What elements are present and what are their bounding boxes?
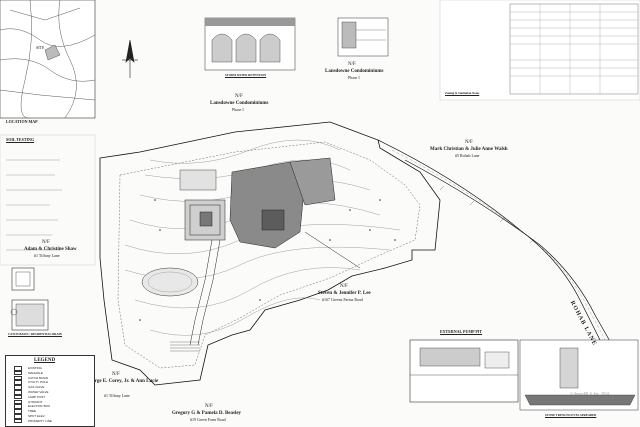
legend-item: CATCH BASIN	[14, 375, 48, 381]
legend-item: SPOT ELEV.	[14, 414, 46, 419]
legend-item: TREE	[14, 409, 37, 414]
neighbor-top-right-nf: N/F	[348, 62, 356, 67]
legend-item: MANHOLE	[14, 370, 43, 376]
legend-symbol-icon	[14, 404, 22, 409]
legend-label: HYDRANT	[28, 399, 43, 404]
legend-label: WATER VALVE	[28, 390, 49, 394]
legend-item: EXISTING	[14, 366, 43, 371]
neighbor-top-center-owner: Lansdowne Condominiums	[210, 101, 269, 106]
legend-symbol-icon	[14, 385, 22, 390]
neighbor-bottom-left-nf: N/F	[112, 372, 120, 377]
legend-item: WATER VALVE	[14, 390, 49, 395]
neighbor-right-nf: N/F	[465, 140, 473, 145]
legend-label: GAS VALVE	[28, 385, 45, 390]
legend-symbol-icon	[14, 370, 22, 376]
perc-testing-title: SOIL TESTING	[6, 137, 35, 142]
legend-item: HYDRANT	[14, 399, 43, 405]
neighbor-bottom-left-owner: George E. Corey, Jr. & Ann Lucie	[86, 379, 159, 384]
trench-title: STONE TRENCH LEVEL SPREADER	[545, 413, 597, 417]
catch-basin-detail-title: CATCH BASIN / RESIDENTIAL DRAIN	[8, 332, 62, 336]
neighbor-bottom-center-addr: #167 Greens Farms Road	[322, 297, 363, 302]
legend-title: LEGEND	[34, 358, 56, 363]
neighbor-top-right-phase: Phase I	[348, 75, 360, 80]
neighbor-left-owner: Adam & Christine Shaw	[24, 247, 77, 252]
legend-label: PROPERTY LINE	[28, 418, 52, 423]
legend-symbol-icon	[14, 394, 22, 400]
pump-pit-title: EXTERNAL PUMP PIT	[440, 329, 483, 334]
legend-label: EXISTING	[28, 366, 43, 370]
neighbor-bottom-center-owner: Steven & Jennifer P. Lee	[318, 291, 371, 296]
neighbor-top-right-owner: Lansdowne Condominiums	[325, 69, 384, 74]
legend-label: ELECTRIC BOX	[28, 404, 51, 409]
neighbor-top-center-nf: N/F	[235, 94, 243, 99]
neighbor-right-owner: Mark Christian & Julie Anne Walsh	[430, 147, 508, 152]
legend-symbol-icon	[14, 418, 22, 424]
watermark: © SmartMLS, Inc. 2024	[570, 391, 609, 396]
legend-item: PROPERTY LINE	[14, 418, 52, 424]
legend-symbol-icon	[14, 414, 22, 419]
location-map-title: LOCATION MAP	[6, 119, 38, 124]
legend-label: SPOT ELEV.	[28, 414, 46, 418]
notes-section-title: Zoning & Sanitation Notes	[445, 91, 480, 95]
neighbor-left-addr: #1 Tiffany Lane	[34, 253, 60, 258]
legend-item: ELECTRIC BOX	[14, 404, 51, 409]
legend-symbol-icon	[14, 366, 22, 371]
neighbor-bottom-center-nf: N/F	[340, 284, 348, 289]
legend-item: UTILITY POLE	[14, 380, 48, 385]
drainage-detail-title: STORM WATER RETENTION	[225, 73, 267, 77]
legend-label: MANHOLE	[28, 370, 43, 375]
legend-symbol-icon	[14, 375, 22, 381]
site-label: SITE	[36, 45, 45, 50]
neighbor-bottom-owner: Gregory G & Pamela D. Beasley	[172, 411, 242, 416]
legend-symbol-icon	[14, 390, 22, 395]
legend-label: CATCH BASIN	[28, 375, 48, 380]
legend-label: UTILITY POLE	[28, 380, 48, 385]
neighbor-left-nf: N/F	[42, 240, 50, 245]
neighbor-bottom-nf: N/F	[205, 404, 213, 409]
legend-label: LAMP POST	[28, 394, 46, 399]
neighbor-bottom-left-addr: #1 Tiffany Lane	[104, 393, 130, 398]
legend-symbol-icon	[14, 399, 22, 405]
neighbor-top-center-phase: Phase I	[232, 107, 244, 112]
legend-item: GAS VALVE	[14, 385, 45, 390]
legend-label: TREE	[28, 409, 37, 414]
neighbor-bottom-addr: #19 Green Farm Road	[190, 417, 226, 422]
legend-item: LAMP POST	[14, 394, 46, 400]
legend-symbol-icon	[14, 380, 22, 385]
legend-symbol-icon	[14, 409, 22, 414]
neighbor-right-addr: #5 Rohab Lane	[455, 153, 480, 158]
